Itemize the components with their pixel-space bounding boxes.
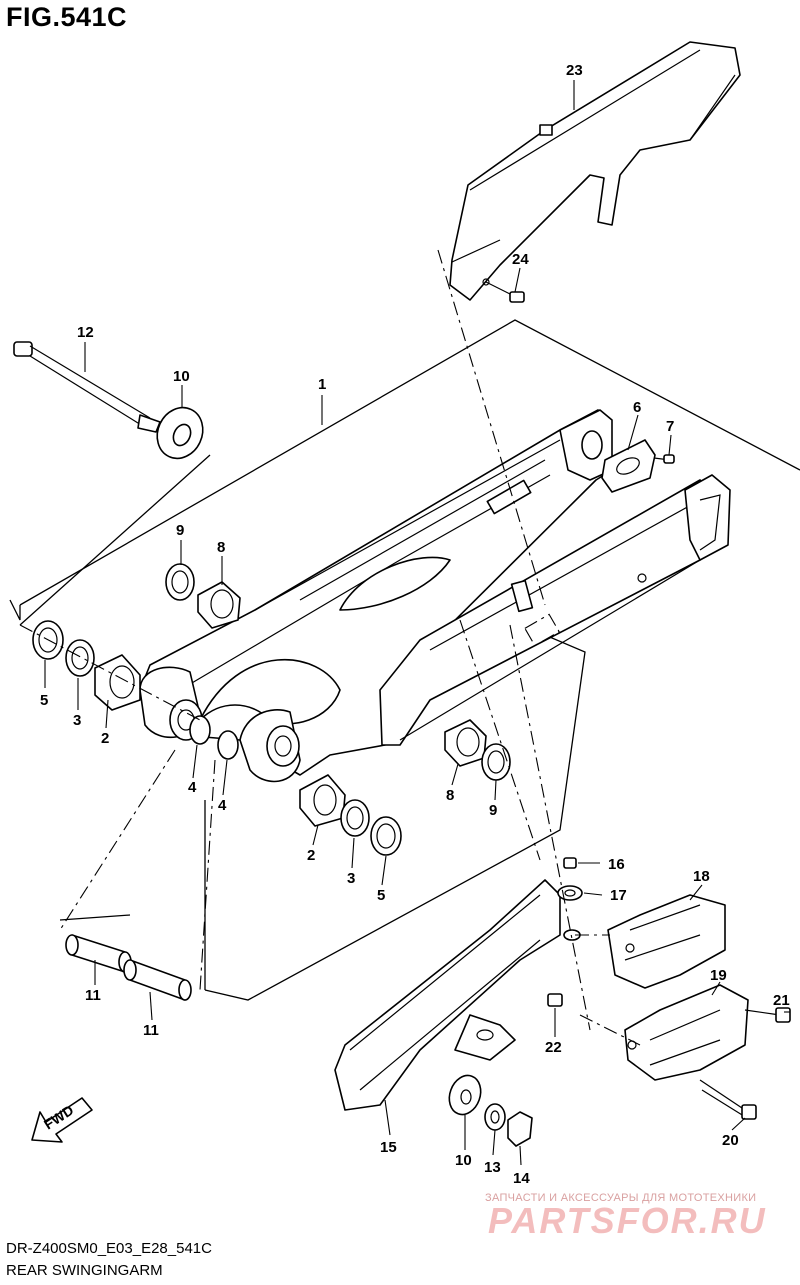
callout-8-top: 8 — [217, 539, 225, 556]
pivot-spacers — [65, 934, 192, 1001]
callout-11-left: 11 — [85, 987, 101, 1004]
callout-numbers: 23 24 12 10 1 6 7 9 8 5 3 2 4 4 8 9 2 3 … — [40, 62, 790, 1187]
callout-6: 6 — [633, 399, 641, 416]
left-pivot-parts — [32, 563, 241, 760]
chain-guard — [449, 41, 741, 301]
callout-14: 14 — [513, 1170, 530, 1187]
callout-22: 22 — [545, 1039, 562, 1056]
slider-fasteners — [547, 857, 583, 1007]
callout-11-right: 11 — [143, 1022, 159, 1039]
callout-20: 20 — [722, 1132, 739, 1149]
callout-4-left: 4 — [188, 779, 197, 796]
callout-4-right: 4 — [218, 797, 227, 814]
callout-2-left: 2 — [101, 730, 109, 747]
callout-7: 7 — [666, 418, 674, 435]
assembly-centerlines — [19, 249, 641, 1046]
callout-10-bottom: 10 — [455, 1152, 472, 1169]
chain-guides — [607, 894, 749, 1081]
model-code-caption: DR-Z400SM0_E03_E28_541C — [6, 1240, 212, 1257]
figure-title: FIG.541C — [6, 2, 128, 32]
callout-18: 18 — [693, 868, 710, 885]
callout-13: 13 — [484, 1159, 501, 1176]
callout-8-right: 8 — [446, 787, 454, 804]
callout-5-left: 5 — [40, 692, 48, 709]
pivot-shaft — [13, 341, 161, 433]
right-pivot-parts — [299, 719, 511, 856]
adjuster-plate — [601, 439, 675, 493]
callout-19: 19 — [710, 967, 727, 984]
callout-2-right: 2 — [307, 847, 315, 864]
callout-1: 1 — [318, 376, 326, 393]
callout-9-top: 9 — [176, 522, 184, 539]
fwd-arrow: FWD — [31, 1097, 93, 1143]
chain-guard-bolt — [485, 281, 525, 303]
watermark-tagline: ЗАПЧАСТИ И АКСЕССУАРЫ ДЛЯ МОТОТЕХНИКИ — [485, 1192, 757, 1204]
callout-15: 15 — [380, 1139, 397, 1156]
watermark-logo: PARTSFOR.RU — [488, 1200, 767, 1241]
guide-bolts — [699, 1007, 791, 1120]
callout-24: 24 — [512, 251, 529, 268]
callout-10-top: 10 — [173, 368, 190, 385]
callout-21: 21 — [773, 992, 790, 1009]
callout-12: 12 — [77, 324, 94, 341]
slider-lower-fasteners — [448, 1074, 533, 1147]
callout-leaders — [44, 80, 790, 1166]
callout-3-right: 3 — [347, 870, 355, 887]
callout-3-left: 3 — [73, 712, 81, 729]
callout-17: 17 — [610, 887, 627, 904]
callout-16: 16 — [608, 856, 625, 873]
figure-name-caption: REAR SWINGINGARM — [6, 1262, 163, 1279]
callout-23: 23 — [566, 62, 583, 79]
swingarm-body — [139, 409, 731, 776]
chain-slider — [334, 879, 561, 1111]
pivot-washer-top — [156, 406, 204, 460]
callout-9-right: 9 — [489, 802, 497, 819]
callout-5-right: 5 — [377, 887, 385, 904]
assembly-frame — [9, 319, 800, 1001]
